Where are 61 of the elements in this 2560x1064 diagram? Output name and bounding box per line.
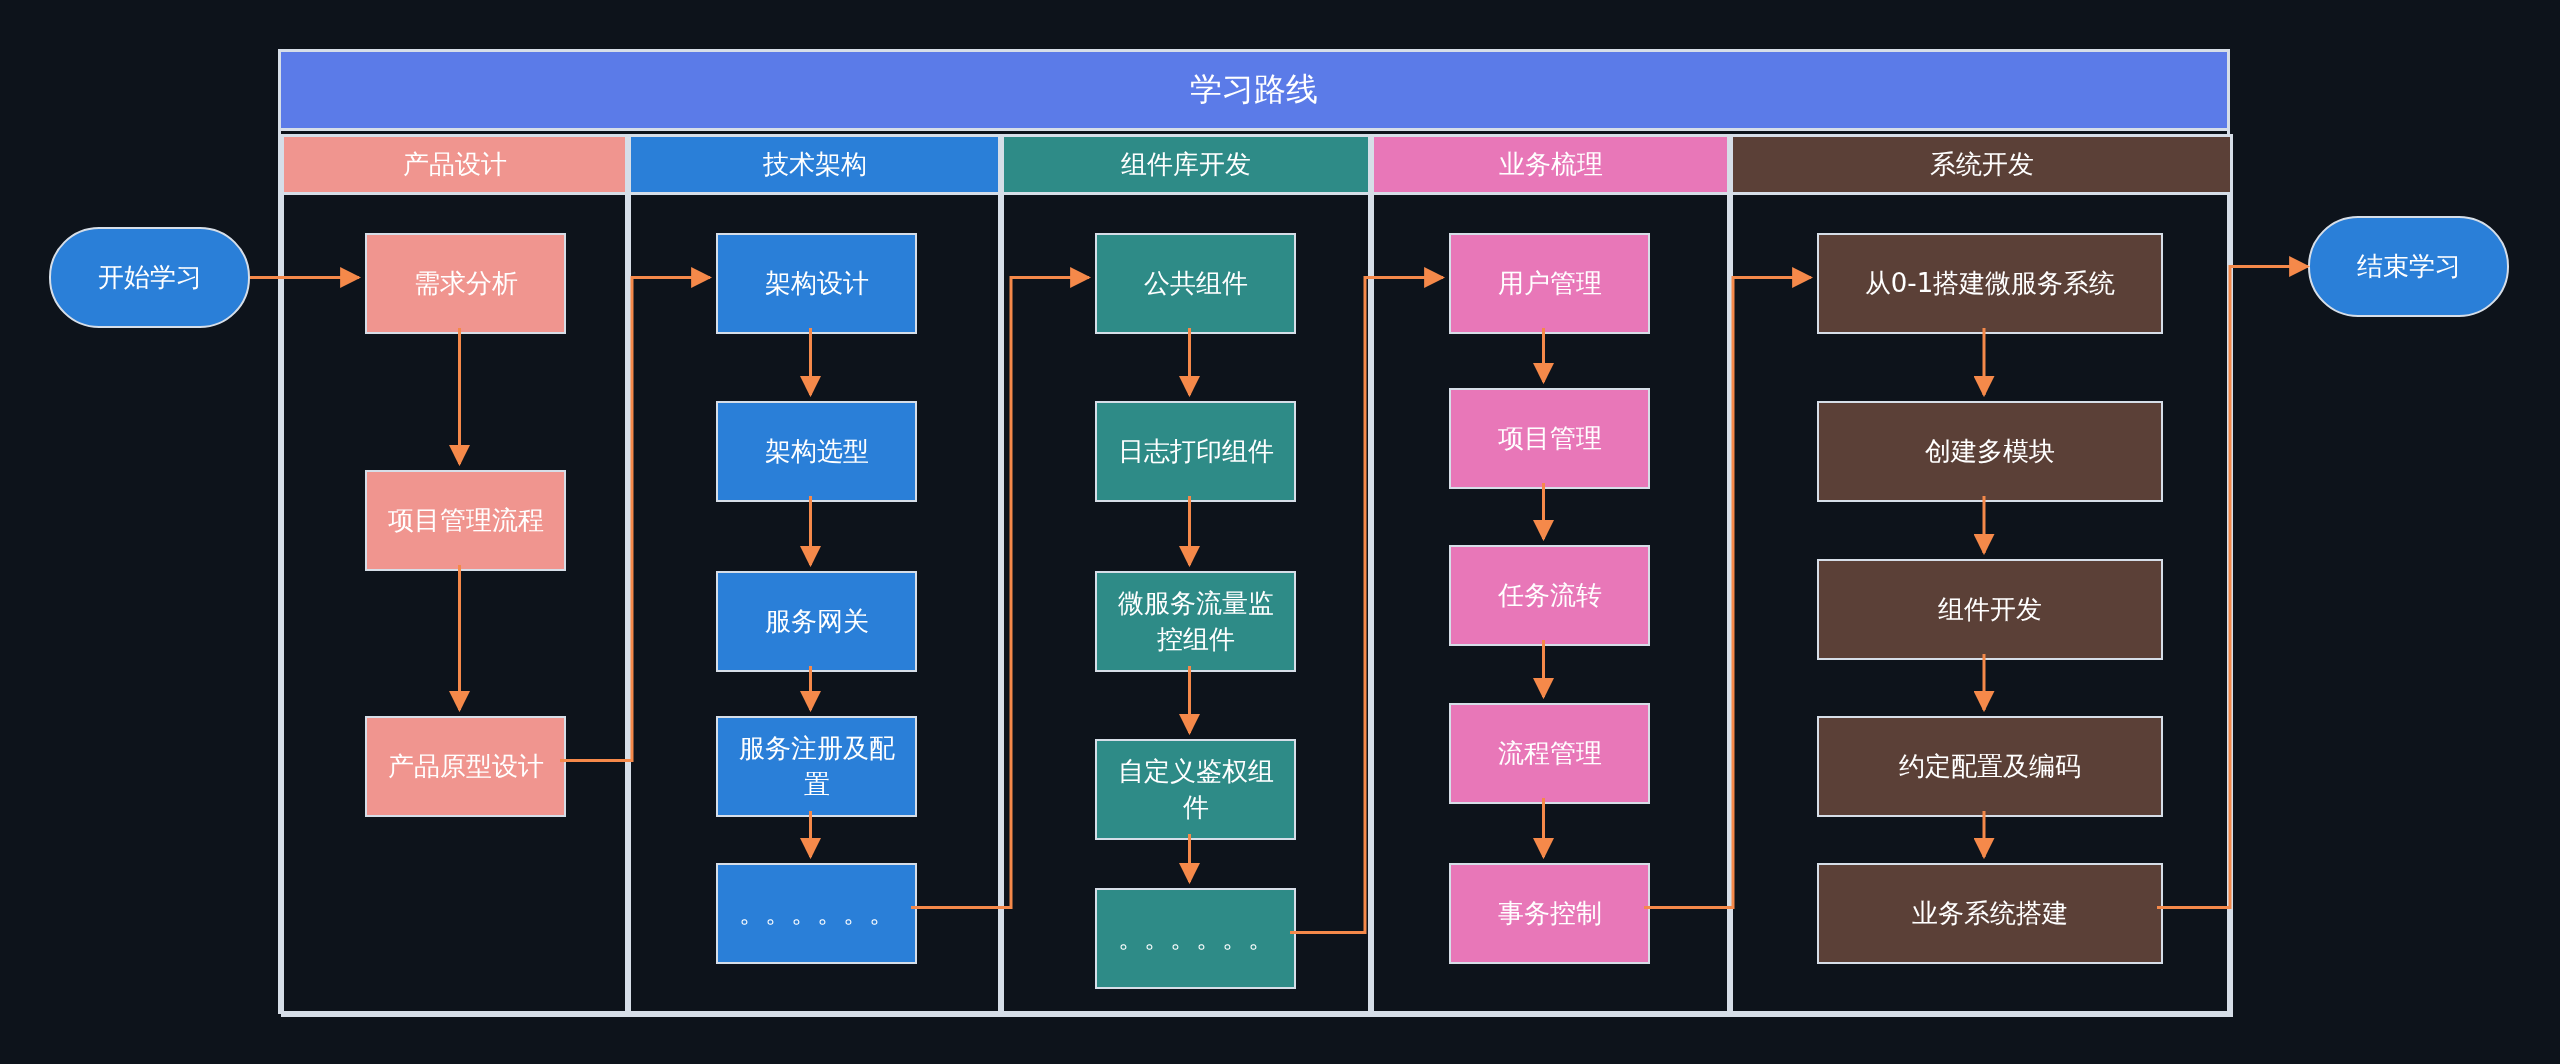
swimlane: [1001, 134, 1371, 1017]
lane-header: 系统开发: [1733, 137, 2230, 195]
process-box: 用户管理: [1449, 233, 1650, 334]
arrow: [560, 267, 713, 762]
lane-header: 业务梳理: [1374, 137, 1727, 195]
arrow: [1973, 328, 1995, 398]
lane-header: 技术架构: [631, 137, 998, 195]
arrow: [449, 328, 470, 467]
process-box: 微服务流量监控组件: [1095, 571, 1296, 672]
arrow: [800, 811, 821, 860]
process-box: 创建多模块: [1817, 401, 2163, 502]
process-box: 服务网关: [716, 571, 917, 672]
arrow: [800, 328, 821, 398]
arrow: [1179, 666, 1200, 736]
arrow: [1179, 496, 1200, 568]
process-box: 需求分析: [365, 233, 566, 334]
process-box: 产品原型设计: [365, 716, 566, 817]
process-box: 业务系统搭建: [1817, 863, 2163, 964]
arrow: [449, 565, 470, 713]
process-box: 约定配置及编码: [1817, 716, 2163, 817]
arrow: [1973, 654, 1995, 713]
arrow: [2157, 256, 2311, 909]
process-box: 项目管理: [1449, 388, 1650, 489]
process-box: 自定义鉴权组件: [1095, 739, 1296, 840]
arrow: [800, 496, 821, 568]
swimlane: [1730, 134, 2233, 1017]
process-box: 架构选型: [716, 401, 917, 502]
terminal-node: 结束学习: [2308, 216, 2509, 317]
arrow: [1179, 328, 1200, 398]
arrow: [1973, 496, 1995, 556]
terminal-node: 开始学习: [49, 227, 250, 328]
arrow: [911, 267, 1092, 909]
lane-header: 组件库开发: [1004, 137, 1368, 195]
process-box: 日志打印组件: [1095, 401, 1296, 502]
pool-title: 学习路线: [281, 52, 2227, 131]
process-box: 从0-1搭建微服务系统: [1817, 233, 2163, 334]
process-box: 公共组件: [1095, 233, 1296, 334]
arrow: [1533, 328, 1554, 385]
process-box: 事务控制: [1449, 863, 1650, 964]
arrow: [1644, 267, 1814, 909]
swimlane: [628, 134, 1001, 1017]
process-box: 服务注册及配置: [716, 716, 917, 817]
process-box: 组件开发: [1817, 559, 2163, 660]
swimlane: [281, 134, 628, 1017]
process-box: 架构设计: [716, 233, 917, 334]
arrow: [800, 666, 821, 713]
arrow: [250, 267, 362, 288]
arrow: [1179, 834, 1200, 885]
process-box: 。。。。。。: [716, 863, 917, 964]
arrow: [1533, 483, 1554, 542]
arrow: [1533, 798, 1554, 860]
process-box: 。。。。。。: [1095, 888, 1296, 989]
process-box: 流程管理: [1449, 703, 1650, 804]
lane-header: 产品设计: [284, 137, 625, 195]
arrow: [1533, 640, 1554, 700]
arrow: [1290, 267, 1446, 934]
swimlane-pool: [278, 49, 2230, 1014]
process-box: 项目管理流程: [365, 470, 566, 571]
process-box: 任务流转: [1449, 545, 1650, 646]
swimlane: [1371, 134, 1730, 1017]
arrow: [1973, 811, 1995, 860]
